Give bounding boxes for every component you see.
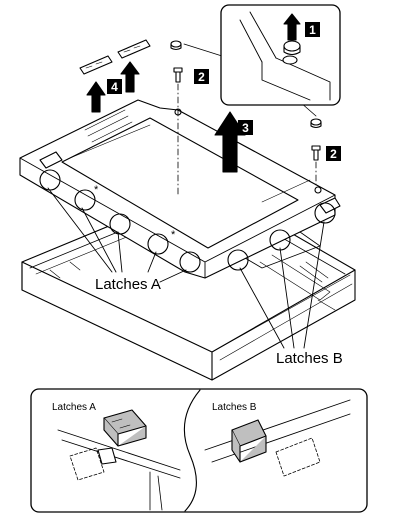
latch-circle <box>147 233 169 255</box>
asterisk-mark: * <box>94 184 99 196</box>
latch-circle <box>314 202 336 224</box>
asterisk-mark: * <box>171 229 176 241</box>
arrow-icon <box>214 111 246 173</box>
latches-b-label: Latches B <box>276 350 343 367</box>
svg-text:4: 4 <box>111 80 118 94</box>
step-badge-2: 2 <box>194 69 209 84</box>
latch-circle <box>109 213 131 235</box>
arrow-icon <box>120 61 140 93</box>
latch-circle <box>74 189 96 211</box>
latch-detail-panel: Latches A Latches B <box>30 388 368 513</box>
step-badge-2: 2 <box>326 146 341 161</box>
latch-circle <box>179 251 201 273</box>
step-badge-1: 1 <box>305 22 320 37</box>
svg-text:3: 3 <box>242 121 249 135</box>
detail-callout <box>220 4 341 106</box>
step-badge-3: 3 <box>238 120 253 135</box>
latch-circles: * * <box>39 169 336 273</box>
screws <box>170 40 322 196</box>
leader-lines <box>47 187 325 349</box>
svg-text:1: 1 <box>309 23 316 37</box>
detail-latches-b-label: Latches B <box>212 402 257 413</box>
arrow-icon <box>86 81 106 113</box>
latch-circle <box>227 249 249 271</box>
svg-text:2: 2 <box>330 147 337 161</box>
step-badge-4: 4 <box>107 79 122 94</box>
keyboard-bezel <box>19 99 341 279</box>
small-covers <box>79 39 151 75</box>
latches-a-label: Latches A <box>95 276 161 293</box>
detail-latches-a-label: Latches A <box>52 402 96 413</box>
svg-text:2: 2 <box>198 70 205 84</box>
